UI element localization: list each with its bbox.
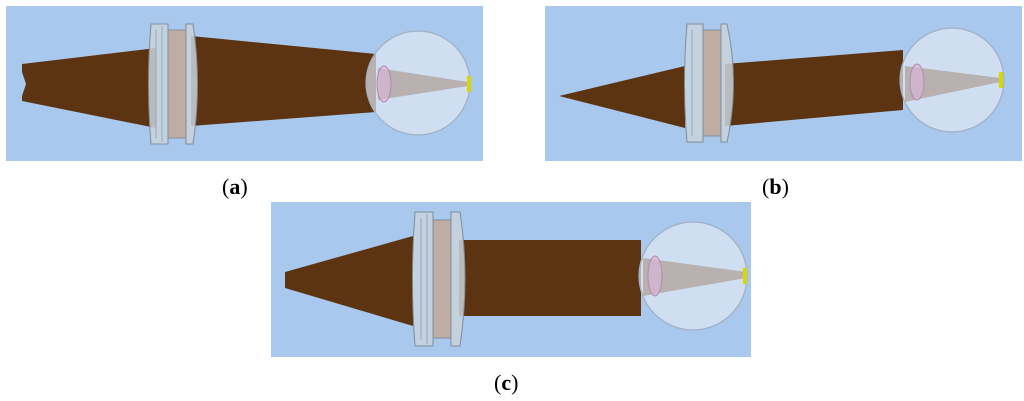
eye-globe (899, 27, 1005, 133)
ray-bundle-image-side (459, 240, 641, 316)
caption-close: ) (240, 174, 248, 199)
lens-element-front (684, 23, 704, 143)
retina-marker (743, 268, 747, 284)
lens-element-front (412, 211, 434, 347)
panel-c-drawing (285, 211, 748, 347)
caption-open: ( (494, 370, 502, 395)
caption-a: (a) (222, 174, 248, 200)
lens-element-rear (185, 23, 198, 145)
caption-open: ( (762, 174, 770, 199)
ray-bundle-object-side (285, 236, 413, 326)
panel-a-simulation (6, 6, 483, 161)
panel-a-drawing (22, 23, 471, 145)
caption-close: ) (781, 174, 789, 199)
ray-bundle-object-side (22, 48, 156, 128)
eye-crystalline-lens (909, 63, 925, 101)
caption-label: a (229, 174, 241, 199)
caption-c: (c) (494, 370, 518, 396)
eye-crystalline-lens (647, 255, 663, 297)
eye-model (899, 27, 1005, 133)
lens-element-middle (702, 29, 722, 137)
caption-open: ( (222, 174, 230, 199)
panel-b-simulation (545, 6, 1022, 161)
lens-element-front (148, 23, 169, 145)
lens-assembly (148, 23, 198, 145)
caption-close: ) (511, 370, 519, 395)
lens-assembly (684, 23, 734, 143)
caption-b: (b) (762, 174, 789, 200)
lens-element-middle (167, 29, 187, 139)
ray-bundle-image-side (725, 50, 903, 126)
caption-label: c (501, 370, 512, 395)
eye-model (365, 30, 471, 136)
lens-element-rear (450, 211, 466, 347)
panel-c-simulation (271, 202, 751, 357)
retina-marker (999, 72, 1003, 88)
ray-bundle-object-side (559, 66, 685, 128)
eye-crystalline-lens (376, 65, 392, 103)
lens-assembly (412, 211, 466, 347)
retina-marker (467, 76, 471, 92)
lens-element-rear (720, 23, 734, 143)
ray-bundle-image-side (191, 36, 376, 126)
lens-element-middle (432, 219, 452, 339)
panel-b-drawing (559, 23, 1005, 143)
eye-model (638, 221, 748, 331)
caption-label: b (769, 174, 782, 199)
